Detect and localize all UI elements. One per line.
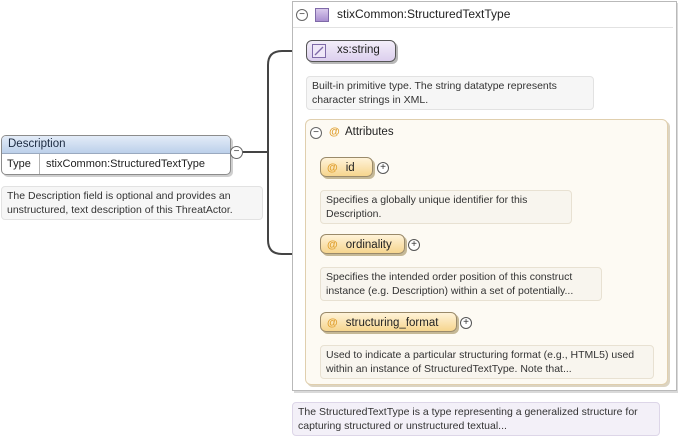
attribute-note: Specifies the intended order position of… <box>320 267 602 301</box>
expand-icon[interactable]: + <box>377 162 389 174</box>
attribute-name: structuring_format <box>345 317 439 329</box>
element-type-row: Type stixCommon:StructuredTextType <box>2 154 230 174</box>
base-type-name: xs:string <box>337 44 380 56</box>
attribute-note: Used to indicate a particular structurin… <box>320 345 654 379</box>
simple-type-icon <box>312 44 326 58</box>
attribute-ordinality[interactable]: @ ordinality <box>320 234 405 254</box>
base-type-node[interactable] <box>306 40 396 62</box>
expand-icon[interactable]: + <box>460 317 472 329</box>
attributes-collapse-icon[interactable]: − <box>310 127 322 139</box>
type-key: Type <box>2 154 40 174</box>
attribute-at-icon: @ <box>327 317 338 329</box>
description-element[interactable]: Description Type stixCommon:StructuredTe… <box>1 135 231 175</box>
element-note: The Description field is optional and pr… <box>1 186 263 220</box>
attribute-name: id <box>345 162 355 174</box>
complex-type-name: stixCommon:StructuredTextType <box>337 7 511 21</box>
complex-type-icon <box>315 8 329 22</box>
expand-icon[interactable]: + <box>408 239 420 251</box>
attributes-label: Attributes <box>345 126 394 138</box>
attribute-name: ordinality <box>345 239 392 251</box>
complex-type-header <box>293 3 673 28</box>
type-value: stixCommon:StructuredTextType <box>46 158 205 170</box>
attribute-at-icon: @ <box>327 239 338 251</box>
attribute-structuring-format[interactable]: @ structuring_format <box>320 312 457 332</box>
attribute-at-icon: @ <box>327 162 338 174</box>
element-collapse-icon[interactable]: − <box>230 146 243 159</box>
attributes-at-icon: @ <box>329 126 340 138</box>
element-name: Description <box>2 136 230 154</box>
base-type-note: Built-in primitive type. The string data… <box>306 76 594 110</box>
complex-type-note: The StructuredTextType is a type represe… <box>292 402 660 436</box>
type-collapse-icon[interactable]: − <box>296 9 308 21</box>
attribute-note: Specifies a globally unique identifier f… <box>320 190 572 224</box>
attribute-id[interactable]: @ id <box>320 157 373 177</box>
